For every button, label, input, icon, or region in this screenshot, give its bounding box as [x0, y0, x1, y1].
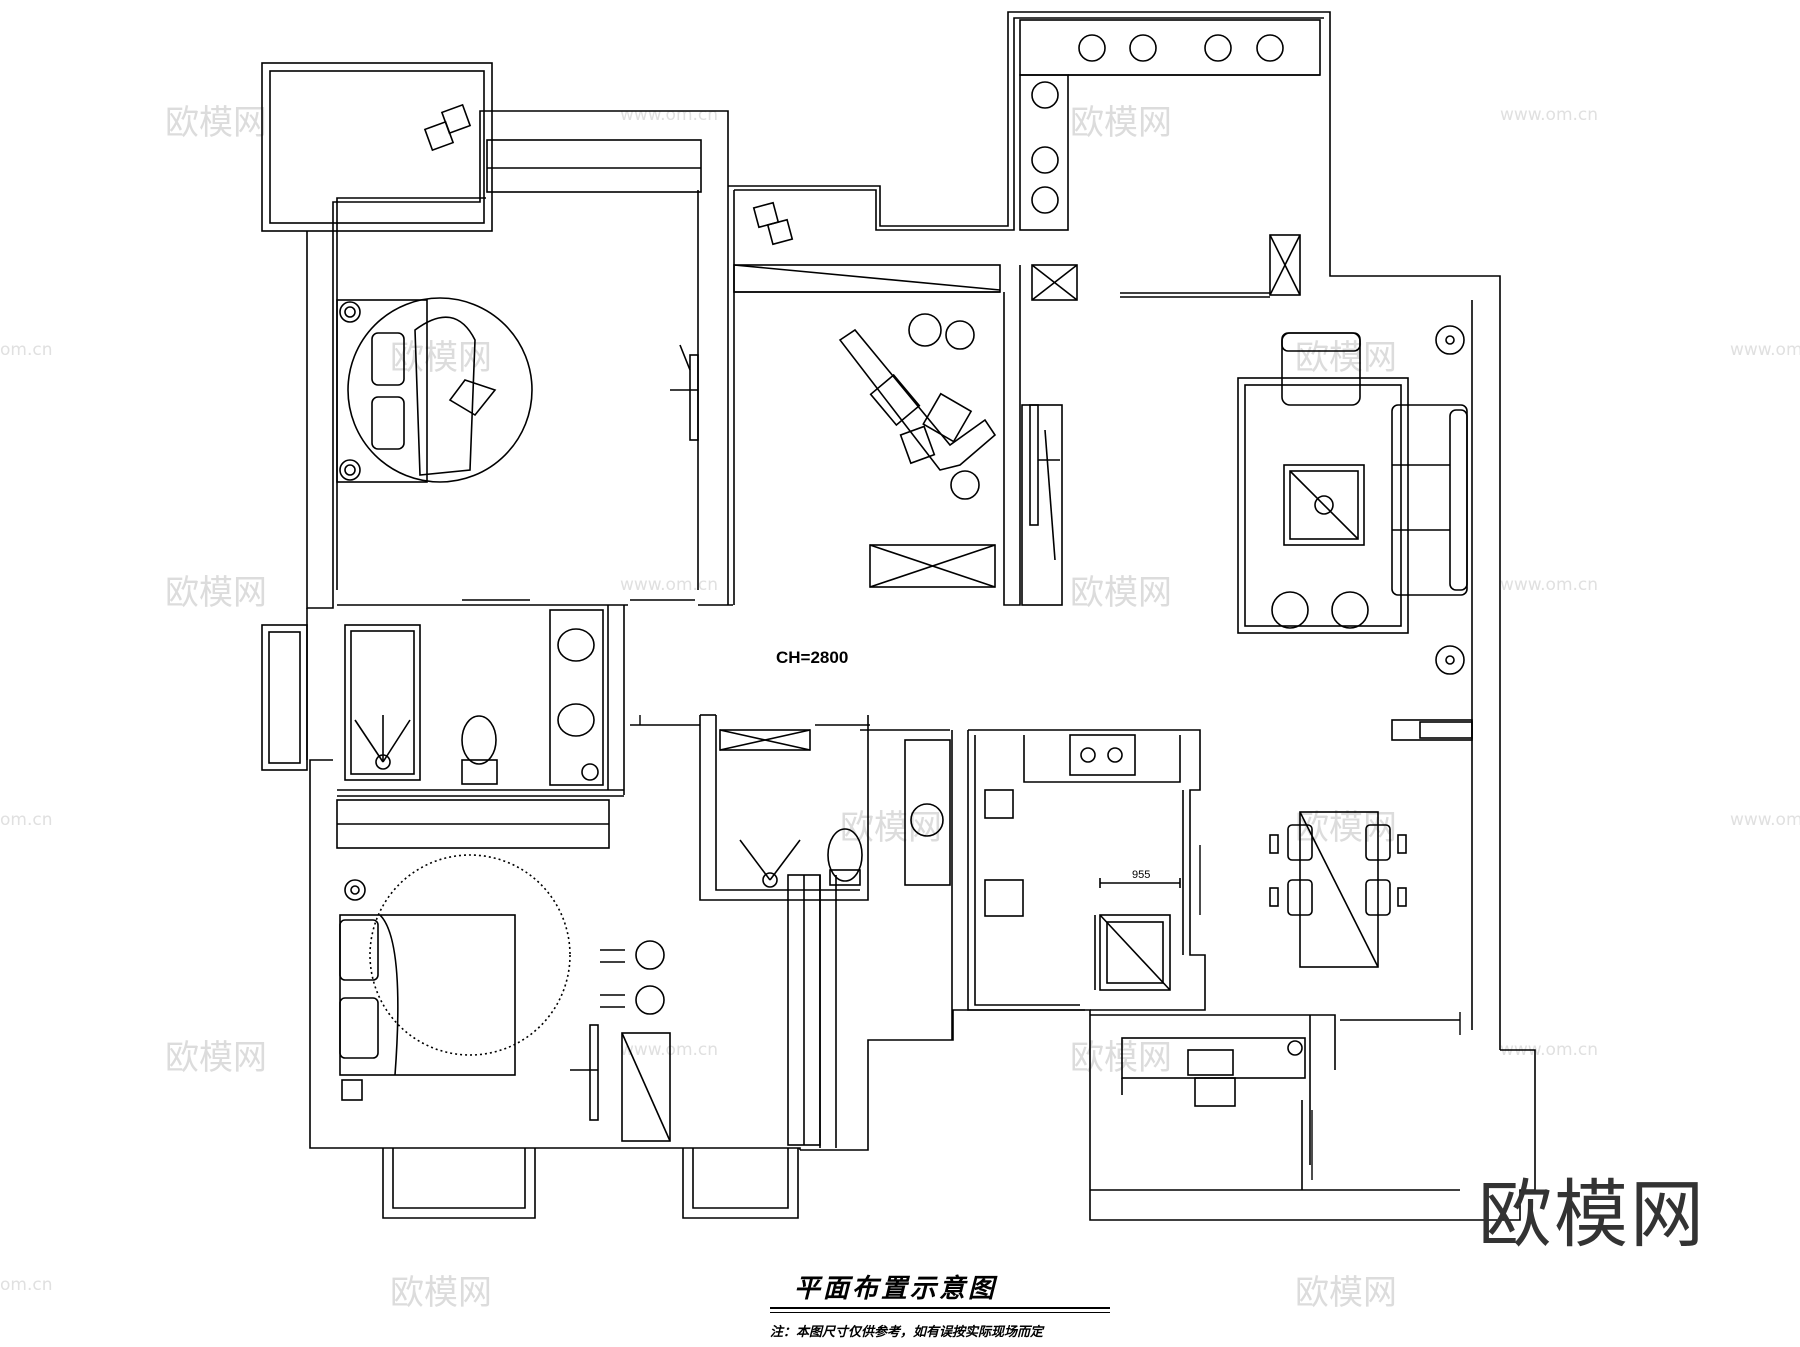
watermark-brand: 欧模网 [1070, 573, 1172, 613]
interior-walls [337, 190, 1473, 1191]
master-wardrobe [486, 139, 702, 193]
watermark-brand: 欧模网 [840, 808, 942, 848]
living-tv-cabinet [1021, 404, 1063, 606]
coffee-table [1283, 464, 1365, 546]
bedroom2-wardrobe [787, 874, 821, 1146]
south-west-wall [309, 759, 801, 1150]
exterior-walls [261, 11, 1536, 1221]
nw-balcony-inner [269, 70, 485, 224]
south-east-wall [800, 1009, 1460, 1221]
master-bathtub [344, 624, 421, 781]
floor-lamps [1435, 325, 1465, 675]
study-closet [733, 264, 1001, 293]
west-bay-window [261, 624, 308, 771]
living-armchair [1281, 332, 1361, 406]
watermark-brand: 欧模网 [1070, 103, 1172, 143]
watermark-url: om.cn [0, 1275, 53, 1295]
study-desk [838, 313, 997, 500]
corner-watermark: 欧模网 [1478, 1172, 1706, 1258]
study-tv [1029, 404, 1060, 561]
living-rug [1237, 377, 1409, 634]
kitchen-fridge [1099, 914, 1171, 991]
watermark-url: www.om.cn [620, 575, 719, 595]
watermark-brand: 欧模网 [1295, 1273, 1397, 1313]
master-bed [336, 297, 533, 483]
second-shower [719, 729, 811, 888]
title-underline [770, 1307, 1110, 1309]
bedroom2-tv [570, 1024, 599, 1121]
master-vanity [549, 609, 604, 786]
watermark-url: www.om.cn [1500, 575, 1599, 595]
master-toilet [461, 715, 498, 785]
watermark-brand: 欧模网 [1070, 1038, 1172, 1078]
second-vanity [904, 739, 951, 886]
study-top-wall [728, 11, 1501, 1050]
nw-balcony-chairs [423, 103, 472, 152]
ne-balcony-planters [1019, 19, 1321, 301]
east-outer-wall [1460, 1049, 1536, 1221]
ceiling-height-label: CH=2800 [776, 648, 849, 667]
watermark-brand: 欧模网 [165, 1038, 267, 1078]
watermark-url: om.cn [0, 340, 53, 360]
watermark-url: www.om.cn [1500, 105, 1599, 125]
master-bedroom-inner-wall [336, 197, 486, 590]
bedroom2-cabinet [621, 1032, 671, 1142]
watermark-url: www.om.cn [1500, 1040, 1599, 1060]
study-cabinet [869, 544, 996, 588]
title-underline-thin [770, 1312, 1110, 1313]
master-bedroom-outer-wall [306, 110, 729, 609]
doors [462, 599, 1461, 1180]
study-inner-top [734, 17, 1324, 231]
fridge-dimension-label: 955 [1132, 869, 1151, 881]
watermark-brand: 欧模网 [1295, 338, 1397, 378]
watermark-brand: 欧模网 [165, 573, 267, 613]
bedroom2-plants [600, 940, 665, 1015]
watermark-url: www.om.cn [620, 1040, 719, 1060]
watermark-url: www.om.cn [1730, 810, 1800, 830]
watermark-url: www.om.cn [620, 105, 719, 125]
second-toilet [827, 828, 863, 886]
watermark-url: www.om.cn [1730, 340, 1800, 360]
living-sofa [1391, 404, 1468, 596]
watermark-url: om.cn [0, 810, 53, 830]
dining-table [1269, 811, 1407, 968]
drawing-note: 注：本图尺寸仅供参考，如有误按实际现场而定 [770, 1325, 1044, 1340]
watermark-brand: 欧模网 [390, 1273, 492, 1313]
drawing-title: 平面布置示意图 [794, 1274, 998, 1304]
south-bay-windows [382, 1148, 799, 1219]
poufs [1271, 591, 1369, 629]
nw-balcony [261, 62, 493, 232]
kitchen-dimension [1094, 878, 1181, 990]
study-balcony-chairs [752, 201, 794, 246]
master-tv [670, 344, 699, 441]
watermark-brand: 欧模网 [165, 103, 267, 143]
corridor-wardrobe [336, 799, 610, 849]
bedroom2-bed [339, 854, 571, 1101]
kitchen-counter [974, 734, 1181, 1006]
living-sliding-door [1120, 292, 1270, 298]
laundry-counter [1121, 1037, 1306, 1190]
